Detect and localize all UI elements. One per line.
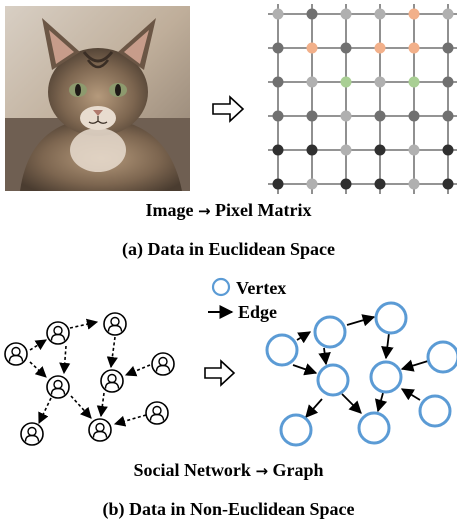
vertex-icon bbox=[211, 277, 231, 297]
pixel-node bbox=[272, 76, 284, 88]
pixel-node bbox=[306, 110, 318, 122]
flow-arrow-icon: → bbox=[197, 202, 211, 220]
flow-caption-b: Social Network → Graph bbox=[0, 460, 457, 481]
pixel-node bbox=[442, 76, 454, 88]
pixel-node bbox=[442, 144, 454, 156]
vertex bbox=[279, 413, 313, 447]
person-icon bbox=[20, 422, 44, 446]
pixel-node bbox=[272, 42, 284, 54]
pixel-node bbox=[442, 110, 454, 122]
pixel-node bbox=[408, 8, 420, 20]
pixel-node bbox=[306, 42, 318, 54]
pixel-matrix bbox=[268, 4, 457, 194]
pixel-node bbox=[340, 42, 352, 54]
vertex bbox=[316, 363, 350, 397]
vertex bbox=[426, 340, 457, 374]
pixel-node bbox=[272, 110, 284, 122]
caption-b: (b) Data in Non-Euclidean Space bbox=[102, 499, 355, 519]
pixel-node bbox=[340, 76, 352, 88]
cat-photo bbox=[5, 6, 190, 191]
pixel-node bbox=[408, 144, 420, 156]
legend: Vertex Edge bbox=[208, 277, 286, 322]
flow-arrow-icon: → bbox=[255, 462, 269, 480]
transform-arrow-icon bbox=[204, 359, 236, 387]
pixel-node bbox=[374, 42, 386, 54]
pixel-node bbox=[442, 42, 454, 54]
person-icon bbox=[46, 375, 70, 399]
flow-caption-a-left: Image bbox=[145, 200, 194, 220]
transform-arrow-icon bbox=[212, 95, 245, 123]
pixel-node bbox=[408, 110, 420, 122]
pixel-node bbox=[374, 110, 386, 122]
legend-edge-label: Edge bbox=[238, 302, 277, 322]
pixel-node bbox=[306, 144, 318, 156]
person-icon bbox=[46, 321, 70, 345]
pixel-node bbox=[340, 144, 352, 156]
vertex bbox=[357, 411, 391, 445]
pixel-node bbox=[272, 8, 284, 20]
pixel-node bbox=[306, 8, 318, 20]
social-network bbox=[4, 312, 175, 446]
vertex bbox=[418, 394, 452, 428]
pixel-node bbox=[306, 76, 318, 88]
pixel-node bbox=[306, 178, 318, 190]
pixel-node bbox=[374, 76, 386, 88]
legend-vertex-label: Vertex bbox=[236, 278, 286, 298]
pixel-node bbox=[272, 144, 284, 156]
pixel-node bbox=[374, 178, 386, 190]
pixel-node bbox=[408, 76, 420, 88]
pixel-node bbox=[340, 8, 352, 20]
vertex bbox=[374, 301, 408, 335]
pixel-node bbox=[442, 8, 454, 20]
graph bbox=[265, 301, 457, 447]
vertex bbox=[313, 315, 347, 349]
person-icon bbox=[145, 401, 169, 425]
pixel-node bbox=[340, 178, 352, 190]
person-icon bbox=[88, 418, 112, 442]
vertex bbox=[265, 333, 299, 367]
caption-a: (a) Data in Euclidean Space bbox=[121, 239, 335, 259]
flow-caption-a-right: Pixel Matrix bbox=[215, 200, 312, 220]
pixel-node bbox=[374, 144, 386, 156]
pixel-node bbox=[272, 178, 284, 190]
pixel-node bbox=[408, 178, 420, 190]
flow-caption-a: Image → Pixel Matrix bbox=[0, 200, 457, 221]
person-icon bbox=[151, 352, 175, 376]
flow-caption-b-left: Social Network bbox=[133, 460, 251, 480]
person-icon bbox=[100, 369, 124, 393]
person-icon bbox=[103, 312, 127, 336]
vertex bbox=[369, 360, 403, 394]
pixel-node bbox=[340, 110, 352, 122]
pixel-node bbox=[408, 42, 420, 54]
flow-caption-b-right: Graph bbox=[272, 460, 324, 480]
pixel-node bbox=[442, 178, 454, 190]
pixel-node bbox=[374, 8, 386, 20]
person-icon bbox=[4, 342, 28, 366]
